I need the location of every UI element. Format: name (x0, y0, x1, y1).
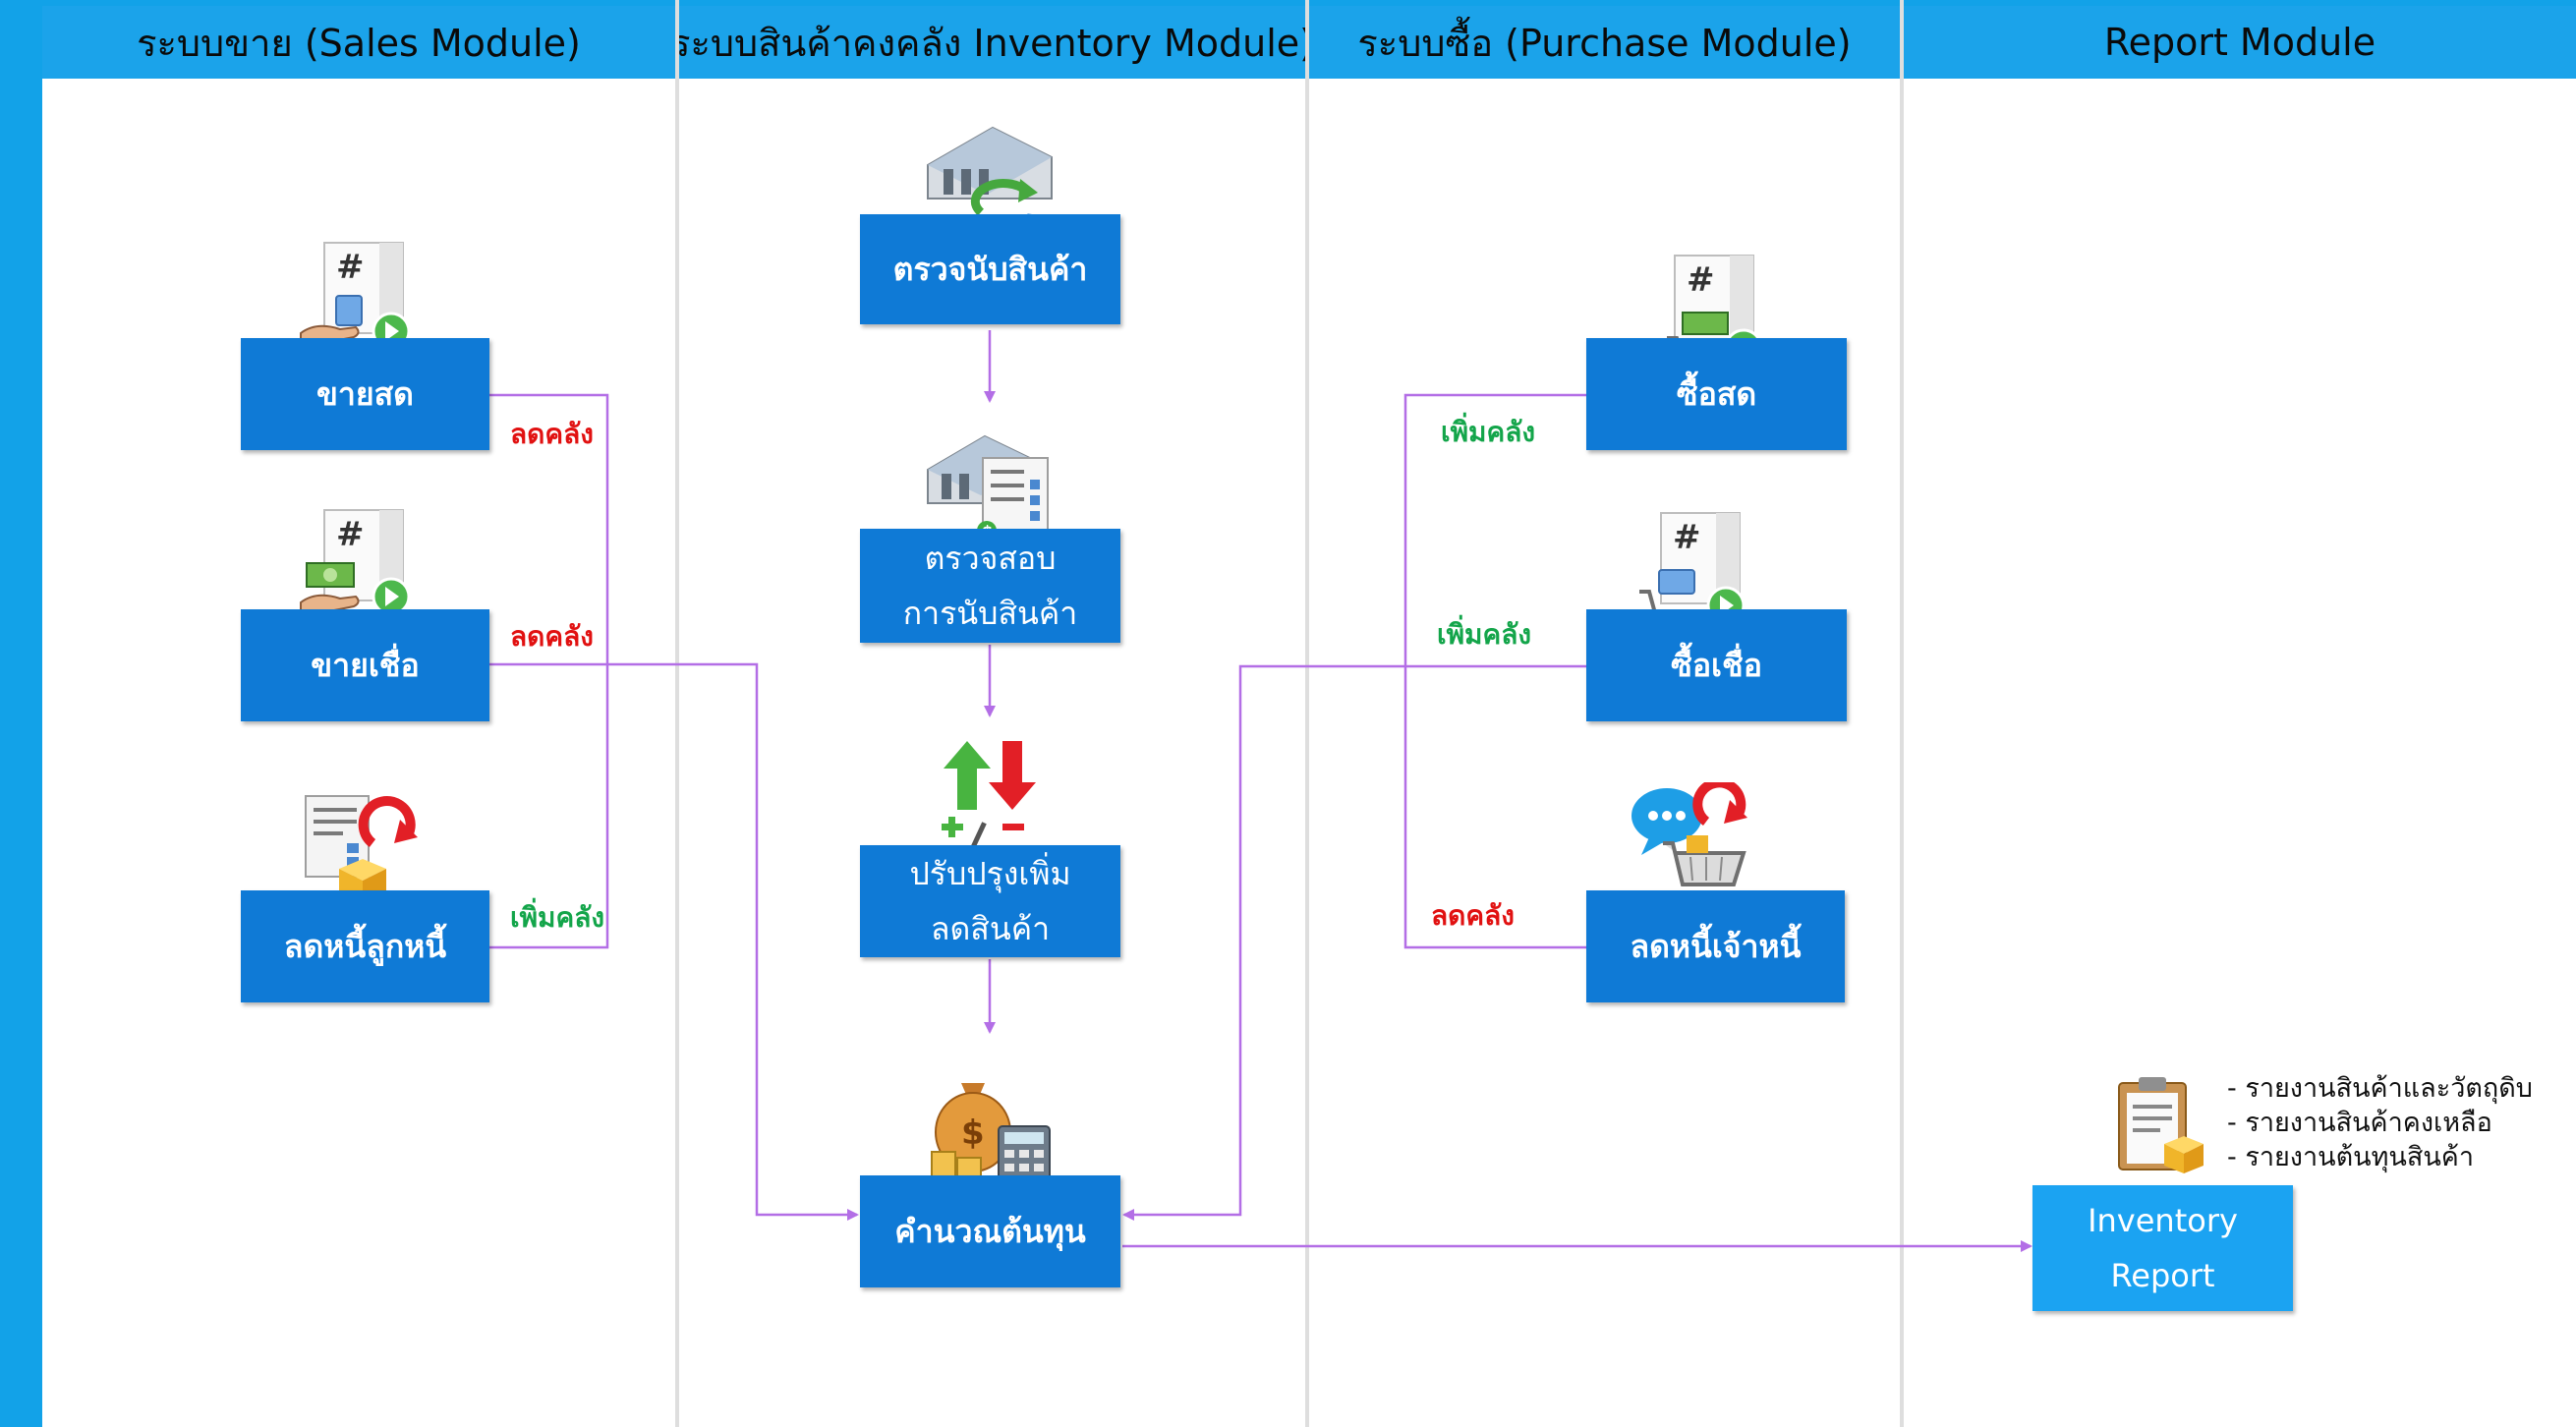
adjust-up-down-icon (942, 741, 1036, 847)
node-cash-purchase[interactable]: ซื้อสด (1586, 338, 1847, 450)
report-list-item: - รายงานสินค้าคงเหลือ (2227, 1108, 2492, 1138)
lane-separator (1900, 0, 1904, 1427)
lane-separator (1305, 0, 1309, 1427)
connector-credit-purchase (1122, 664, 1586, 1221)
node-credit-sale-label: ขายเชื่อ (311, 647, 420, 684)
node-inventory-report-line1: Inventory (2088, 1202, 2238, 1239)
node-credit-purchase[interactable]: ซื้อเชื่อ (1586, 609, 1847, 721)
node-verify-count-line1: ตรวจสอบ (924, 540, 1057, 577)
svg-text:#: # (336, 515, 365, 554)
node-stock-count[interactable]: ตรวจนับสินค้า (860, 214, 1120, 324)
node-verify-count[interactable]: ตรวจสอบ การนับสินค้า (860, 529, 1120, 643)
lane-header-sales: ระบบขาย (Sales Module) (42, 6, 675, 79)
connector-purchase-group (1403, 393, 1586, 949)
node-creditor-debit-note[interactable]: ลดหนี้เจ้าหนี้ (1586, 890, 1845, 1002)
label-cash-sale: ลดคลัง (510, 418, 594, 450)
node-inventory-report-line2: Report (2110, 1257, 2215, 1294)
node-credit-purchase-label: ซื้อเชื่อ (1671, 647, 1762, 684)
money-bag-calculator-icon: $ (931, 1083, 1051, 1188)
left-frame-bar (0, 0, 42, 1427)
node-adjust-stock-line1: ปรับปรุงเพิ่ม (909, 855, 1071, 892)
connector-cash-sale (489, 393, 609, 949)
node-calc-cost[interactable]: คำนวณต้นทุน (860, 1175, 1120, 1287)
cart-return-chat-icon (1631, 782, 1747, 905)
svg-text:#: # (1673, 518, 1701, 557)
cash-sale-document-icon: # (300, 242, 411, 351)
credit-sale-document-icon: # (300, 509, 411, 616)
node-cash-sale-label: ขายสด (316, 375, 414, 413)
clipboard-report-icon (2118, 1077, 2204, 1173)
connector-credit-sale (489, 662, 859, 1221)
lane-purchase (1309, 79, 1900, 1427)
warehouse-refresh-icon (927, 126, 1053, 228)
return-goods-icon (305, 795, 418, 908)
report-list: - รายงานสินค้าและวัตถุดิบ - รายงานสินค้า… (2227, 1071, 2533, 1174)
node-adjust-stock[interactable]: ปรับปรุงเพิ่ม ลดสินค้า (860, 845, 1120, 957)
label-creditor-debit-note: ลดคลัง (1431, 899, 1515, 932)
svg-text:$: $ (961, 1113, 985, 1153)
lane-header-purchase: ระบบซื้อ (Purchase Module) (1309, 6, 1900, 79)
svg-text:#: # (1687, 260, 1715, 300)
lane-header-inventory: ระบบสินค้าคงคลัง Inventory Module) (679, 6, 1305, 79)
node-calc-cost-label: คำนวณต้นทุน (894, 1213, 1086, 1250)
warehouse-checklist-icon: $ (927, 434, 1049, 543)
report-list-item: - รายงานสินค้าและวัตถุดิบ (2227, 1073, 2533, 1104)
lane-separator (675, 0, 679, 1427)
label-credit-sale: ลดคลัง (510, 620, 594, 653)
node-credit-sale[interactable]: ขายเชื่อ (241, 609, 489, 721)
label-debtor-credit-note: เพิ่มคลัง (510, 901, 605, 934)
label-credit-purchase: เพิ่มคลัง (1437, 618, 1532, 651)
node-debtor-credit-note-label: ลดหนี้ลูกหนี้ (283, 928, 447, 965)
node-creditor-debit-note-label: ลดหนี้เจ้าหนี้ (1630, 928, 1802, 965)
node-inventory-report[interactable]: Inventory Report (2032, 1185, 2293, 1311)
node-verify-count-line2: การนับสินค้า (902, 595, 1078, 632)
top-frame-bar (0, 0, 2576, 6)
node-cash-sale[interactable]: ขายสด (241, 338, 489, 450)
label-cash-purchase: เพิ่มคลัง (1441, 416, 1536, 448)
node-cash-purchase-label: ซื้อสด (1676, 375, 1757, 413)
svg-text:#: # (336, 248, 365, 287)
node-debtor-credit-note[interactable]: ลดหนี้ลูกหนี้ (241, 890, 489, 1002)
report-list-item: - รายงานต้นทุนสินค้า (2227, 1142, 2475, 1172)
lane-header-report: Report Module (1904, 6, 2576, 79)
node-stock-count-label: ตรวจนับสินค้า (892, 251, 1088, 288)
node-adjust-stock-line2: ลดสินค้า (930, 910, 1051, 947)
